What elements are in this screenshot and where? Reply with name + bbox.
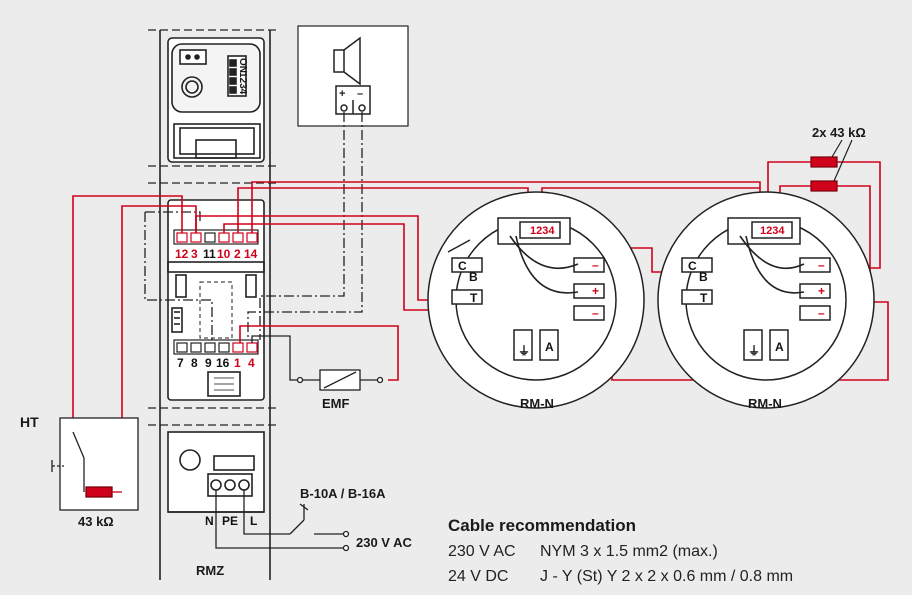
cable-row-2-spec: J - Y (St) Y 2 x 2 x 0.6 mm / 0.8 mm xyxy=(540,568,794,585)
base2-terminal-b: B xyxy=(699,270,708,284)
base1-terminal-c: C xyxy=(458,259,467,273)
base1-terminal-minus: – xyxy=(592,258,599,272)
base2-terminal-minus-2: – xyxy=(818,306,825,320)
rmz-label: RMZ xyxy=(196,563,225,578)
dip-on-label: ON xyxy=(237,58,248,73)
terminal-pe: PE xyxy=(222,514,239,528)
cable-title: Cable recommendation xyxy=(448,516,636,535)
base1-top-terminals: 1234 xyxy=(530,225,555,237)
base2-top-terminals: 1234 xyxy=(760,225,785,237)
terminal-n: N xyxy=(205,514,214,528)
cable-row-1-spec: NYM 3 x 1.5 mm2 (max.) xyxy=(540,543,718,560)
ht-label: HT xyxy=(20,414,39,430)
resistor-pair xyxy=(810,139,853,192)
terminal-l: L xyxy=(250,514,258,528)
terminal-block-top xyxy=(173,229,259,245)
emf-wiring xyxy=(251,335,384,391)
mains-wiring xyxy=(215,490,350,552)
ht-resistor-label: 43 kΩ xyxy=(78,514,114,529)
base-internal-wires xyxy=(509,235,805,294)
terminal-4: 4 xyxy=(248,356,255,370)
detector-base-1 xyxy=(427,191,645,409)
base2-terminal-minus: – xyxy=(818,258,825,272)
terminal-16: 16 xyxy=(216,356,230,370)
base1-terminal-minus-2: – xyxy=(592,306,599,320)
emf-label: EMF xyxy=(322,396,350,411)
breaker-label: B-10A / B-16A xyxy=(300,486,386,501)
base1-terminal-a: A xyxy=(545,340,554,354)
terminal-3: 3 xyxy=(191,247,198,261)
base1-terminal-b: B xyxy=(469,270,478,284)
base1-terminal-ground: ⏚ xyxy=(518,344,531,358)
terminal-1: 1 xyxy=(234,356,241,370)
cable-row-2-voltage: 24 V DC xyxy=(448,568,509,585)
base1-terminal-t: T xyxy=(470,291,478,305)
base2-terminal-a: A xyxy=(775,340,784,354)
terminal-7: 7 xyxy=(177,356,184,370)
base2-terminal-ground: ⏚ xyxy=(748,344,761,358)
dip-numbers-label: 1234 xyxy=(237,72,248,95)
mains-label: 230 V AC xyxy=(356,535,412,550)
base2-terminal-t: T xyxy=(700,291,708,305)
rmn-label-1: RM-N xyxy=(520,396,554,411)
terminal-11: 11 xyxy=(203,247,216,261)
base1-terminal-plus: + xyxy=(592,284,600,298)
base2-terminal-c: C xyxy=(688,259,697,273)
terminal-12: 12 xyxy=(175,247,189,261)
speaker-plus-label: + xyxy=(339,88,346,100)
terminal-14: 14 xyxy=(244,247,258,261)
resistor-pair-label: 2x 43 kΩ xyxy=(812,125,866,140)
cable-row-1-voltage: 230 V AC xyxy=(448,543,516,560)
terminal-10: 10 xyxy=(217,247,231,261)
terminal-8: 8 xyxy=(191,356,198,370)
terminal-2: 2 xyxy=(234,247,241,261)
rmn-label-2: RM-N xyxy=(748,396,782,411)
terminal-block-bottom xyxy=(173,339,259,355)
speaker-box xyxy=(297,25,409,127)
ht-device xyxy=(51,417,139,511)
speaker-minus-label: – xyxy=(357,88,364,100)
base2-terminal-plus: + xyxy=(818,284,826,298)
terminal-9: 9 xyxy=(205,356,212,370)
detector-base-2 xyxy=(657,191,875,409)
